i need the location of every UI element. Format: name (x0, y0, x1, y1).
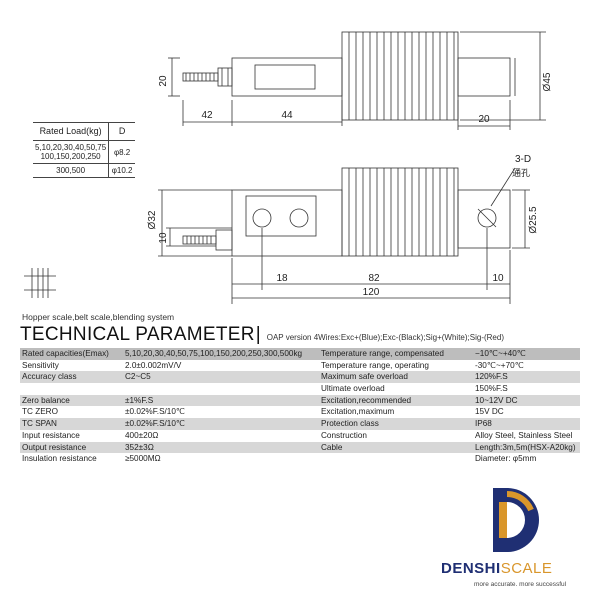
param-row: Accuracy class C2~C5 Maximum safe overlo… (20, 371, 580, 384)
param-label: Maximum safe overload (321, 372, 408, 382)
param-label: Excitation,recommended (321, 395, 412, 405)
param-label: Ultimate overload (321, 384, 385, 394)
parameter-table: Rated capacities(Emax) 5,10,20,30,40,50,… (20, 348, 580, 465)
param-label (321, 453, 475, 465)
param-row: Ultimate overload 150%F.S (20, 383, 580, 395)
top-cable (182, 72, 219, 82)
page-title: TECHNICAL PARAMETER (20, 324, 255, 345)
param-row: Output resistance 352±3Ω Cable Length:3m… (20, 441, 580, 454)
param-row: TC SPAN ±0.02%F.S/10℃ Protection class I… (20, 418, 580, 430)
param-value: ±1%F.S (125, 395, 154, 405)
dim-10: 10 (492, 273, 504, 284)
load-table-header: Rated Load(kg) D (33, 122, 135, 141)
param-label: TC ZERO (22, 407, 58, 417)
d-value: φ10.2 (108, 163, 135, 178)
dim-82: 82 (368, 273, 380, 284)
side-body (231, 189, 343, 257)
param-value: 352±3Ω (125, 442, 154, 452)
param-label: Zero balance (22, 395, 70, 405)
param-row: Insulation resistance ≥5000MΩ Diameter: … (20, 453, 580, 465)
brand-name-part1: DENSHI (441, 560, 501, 577)
param-label: Excitation,maximum (321, 407, 395, 417)
param-value: 15V DC (475, 407, 504, 417)
dim-top-right-20: 20 (478, 114, 490, 125)
param-label: Temperature range, operating (321, 360, 429, 370)
param-value: Length:3m,5m(HSX-A20kg) (475, 442, 576, 452)
param-row: Sensitivity 2.0±0.002mV/V Temperature ra… (20, 360, 580, 372)
param-value: ±0.02%F.S/10℃ (125, 407, 186, 417)
rated-load-table: Rated Load(kg) D 5,10,20,30,40,50,75 100… (33, 122, 135, 178)
dim-dia-45: Ø45 (542, 72, 553, 91)
param-label: Construction (321, 430, 367, 440)
param-value: Alloy Steel, Stainless Steel (475, 430, 573, 440)
param-value: 2.0±0.002mV/V (125, 360, 182, 370)
mount-hole-2 (289, 208, 309, 228)
label-through-hole: 通孔 (512, 168, 530, 178)
dim-42: 42 (201, 110, 213, 121)
param-label: TC SPAN (22, 419, 57, 429)
param-value: 120%F.S (475, 372, 508, 382)
dim-44: 44 (281, 110, 293, 121)
brand-name: DENSHISCALE (441, 560, 552, 577)
param-value: 5,10,20,30,40,50,75,100,150,200,250,300,… (125, 349, 303, 358)
load-line: 100,150,200,250 (40, 152, 101, 161)
param-value: ≥5000MΩ (125, 454, 161, 464)
application-subtitle: Hopper scale,belt scale,blending system (22, 312, 175, 322)
param-value: ±0.02%F.S/10℃ (125, 419, 186, 429)
param-label (20, 383, 125, 395)
param-row: Input resistance 400±20Ω Construction Al… (20, 430, 580, 442)
param-label: Input resistance (22, 430, 80, 440)
param-label: Cable (321, 442, 343, 452)
brand-logo: DENSHISCALE more accurate. more successf… (437, 488, 587, 588)
header-d: D (108, 122, 135, 141)
technical-drawing: 20 42 44 20 Ø45 3-D 通孔 Ø32 10 Ø25.5 18 8… (24, 31, 553, 304)
param-label: Accuracy class (22, 372, 77, 382)
load-table-row: 5,10,20,30,40,50,75 100,150,200,250 φ8.2 (33, 140, 135, 164)
cable-symbol (24, 268, 56, 298)
dim-side-10: 10 (158, 232, 169, 244)
top-body (231, 57, 343, 97)
param-value: -30℃~+70℃ (475, 360, 524, 370)
param-row: Zero balance ±1%F.S Excitation,recommend… (20, 394, 580, 407)
param-value: 150%F.S (475, 384, 508, 394)
load-table-row: 300,500 φ10.2 (33, 163, 135, 178)
brand-name-part2: SCALE (500, 560, 553, 577)
brand-tagline: more accurate. more successful (474, 581, 567, 588)
param-value: Diameter: φ5mm (475, 454, 537, 464)
dim-top-height: 20 (158, 75, 169, 87)
param-value (125, 383, 321, 395)
param-value: IP68 (475, 419, 492, 429)
param-row: Rated capacities(Emax) 5,10,20,30,40,50,… (20, 348, 580, 360)
brand-d-icon (493, 488, 539, 552)
param-value: C2~C5 (125, 372, 151, 382)
param-value: 10~12V DC (475, 395, 518, 405)
side-bellows (341, 167, 459, 257)
top-gland (217, 67, 233, 87)
top-bellows (341, 31, 459, 121)
param-row: TC ZERO ±0.02%F.S/10℃ Excitation,maximum… (20, 406, 580, 418)
label-3d: 3-D (515, 154, 531, 165)
load-line: 5,10,20,30,40,50,75 (35, 143, 107, 152)
param-label: Insulation resistance (22, 454, 97, 464)
dim-dia-32: Ø32 (147, 210, 158, 229)
dim-120: 120 (363, 287, 380, 298)
mount-hole-1 (252, 208, 272, 228)
param-value: −10℃~+40℃ (475, 349, 526, 358)
wiring-note: OAP version 4Wires:Exc+(Blue);Exc-(Black… (266, 333, 504, 342)
param-value: 400±20Ω (125, 430, 159, 440)
title-row: TECHNICAL PARAMETER | OAP version 4Wires… (20, 324, 504, 346)
d-value: φ8.2 (108, 140, 135, 164)
load-values: 5,10,20,30,40,50,75 100,150,200,250 (33, 140, 109, 164)
param-label: Sensitivity (22, 360, 59, 370)
through-hole (477, 208, 497, 228)
param-label: Rated capacities(Emax) (22, 349, 109, 358)
dim-18: 18 (276, 273, 288, 284)
dim-dia-25-5: Ø25.5 (528, 206, 539, 234)
header-rated-load: Rated Load(kg) (33, 122, 109, 141)
load-values: 300,500 (33, 163, 109, 178)
title-separator: | (255, 324, 261, 345)
param-label: Protection class (321, 419, 379, 429)
param-label: Temperature range, compensated (321, 349, 444, 358)
param-label: Output resistance (22, 442, 87, 452)
